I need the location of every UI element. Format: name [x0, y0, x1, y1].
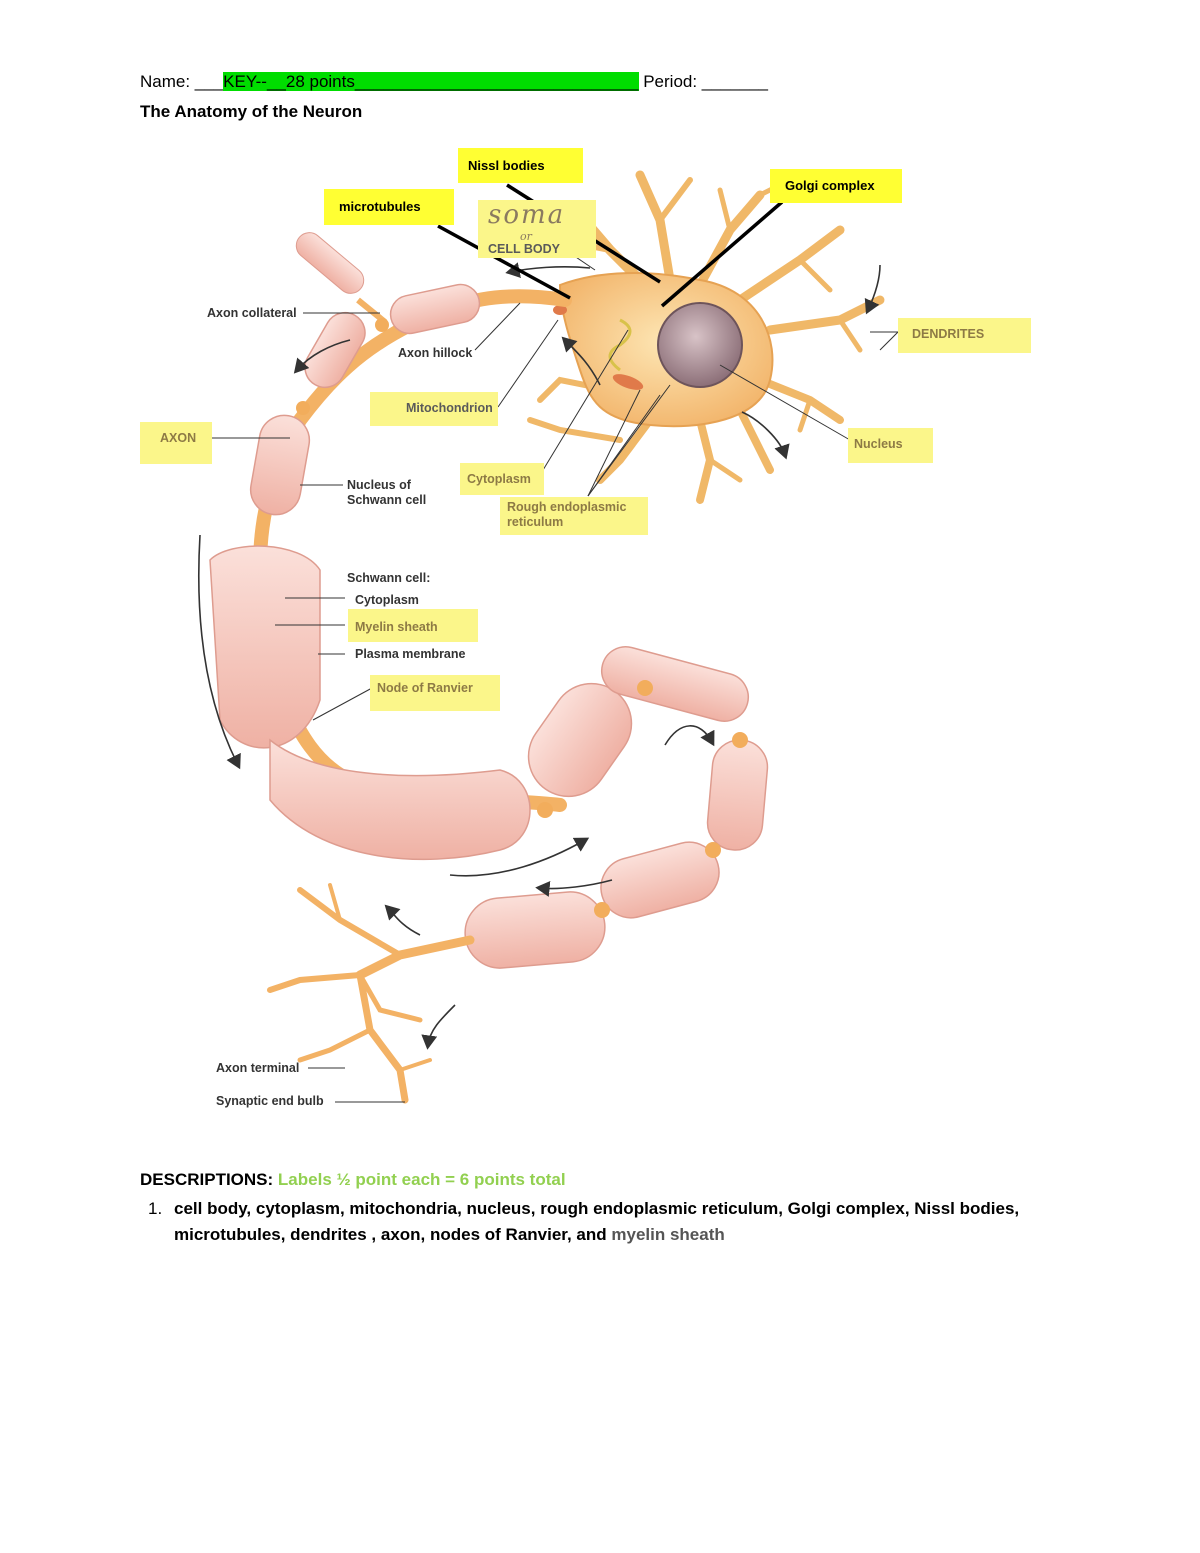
dendrites-label: DENDRITES	[912, 327, 985, 341]
rer-label-2: reticulum	[507, 515, 564, 529]
axon-label: AXON	[160, 431, 197, 445]
dendrites-highlight	[898, 318, 1031, 353]
microtubules-label: microtubules	[324, 189, 454, 225]
item-number: 1.	[148, 1199, 163, 1218]
cytoplasm-highlight	[460, 463, 544, 495]
rer-label-1: Rough endoplasmic	[507, 500, 627, 514]
nodes-of-ranvier	[296, 318, 748, 918]
node-of-ranvier-highlight	[370, 675, 500, 711]
answer-tail: myelin sheath	[611, 1225, 725, 1244]
scoring-note: Labels ½ point each = 6 points total	[277, 1170, 566, 1189]
mitochondrion-shape-2	[553, 305, 567, 315]
schwann-nucleus-label-1: Nucleus of	[347, 478, 411, 492]
descriptions-heading: DESCRIPTIONS: Labels ½ point each = 6 po…	[140, 1170, 566, 1190]
soma-handwriting-sub: or	[520, 230, 532, 243]
schwann-cell-label: Schwann cell:	[347, 571, 431, 585]
page-title: The Anatomy of the Neuron	[140, 102, 363, 121]
answer-list-item: 1. cell body, cytoplasm, mitochondria, n…	[148, 1196, 1054, 1248]
leader-lines	[212, 248, 899, 1103]
axon-collateral	[295, 232, 387, 325]
name-label: Name: ___	[140, 72, 224, 91]
period-label: Period: _______	[638, 72, 768, 91]
cytoplasm-label: Cytoplasm	[467, 472, 531, 486]
golgi-shape	[608, 318, 632, 372]
rer-highlight	[500, 497, 648, 535]
flow-arrows	[198, 262, 881, 1050]
mitochondrion-label: Mitochondrion	[406, 401, 493, 415]
mitochondrion-highlight	[370, 392, 498, 426]
axon-hillock-label: Axon hillock	[398, 346, 473, 360]
cell-body-label: CELL BODY	[488, 242, 560, 256]
axon-terminal-label: Axon terminal	[216, 1061, 300, 1075]
name-line: Name: ___KEY--__28 points_______________…	[140, 72, 768, 92]
plasma-membrane-label: Plasma membrane	[355, 647, 466, 661]
axon-highlight	[140, 422, 212, 464]
mitochondrion-shape	[612, 374, 644, 390]
axon-terminal	[267, 883, 475, 1104]
schwann-nucleus-label-2: Schwann cell	[347, 493, 427, 507]
schwann-cytoplasm-label: Cytoplasm	[355, 593, 419, 607]
soma-handwriting	[478, 200, 596, 258]
cell-body	[553, 272, 774, 428]
axon-collateral-label: Axon collateral	[207, 306, 297, 320]
myelin-sheath-label: Myelin sheath	[355, 620, 438, 634]
nissl-bodies-label: Nissl bodies	[458, 148, 583, 183]
myelin-highlight	[348, 609, 478, 642]
schwann-cells	[209, 283, 769, 969]
answer-text: cell body, cytoplasm, mitochondria, nucl…	[174, 1199, 1020, 1244]
nucleus-highlight	[848, 428, 933, 463]
synaptic-end-bulb-label: Synaptic end bulb	[216, 1094, 324, 1108]
node-of-ranvier-label: Node of Ranvier	[377, 681, 473, 695]
name-answer[interactable]: KEY--__28 points________________________…	[223, 72, 639, 91]
nucleus-shape	[657, 302, 743, 388]
descriptions-label: DESCRIPTIONS:	[140, 1170, 274, 1189]
soma-handwriting-text: soma	[488, 200, 566, 230]
golgi-complex-label: Golgi complex	[770, 169, 902, 203]
nucleus-label: Nucleus	[854, 437, 903, 451]
